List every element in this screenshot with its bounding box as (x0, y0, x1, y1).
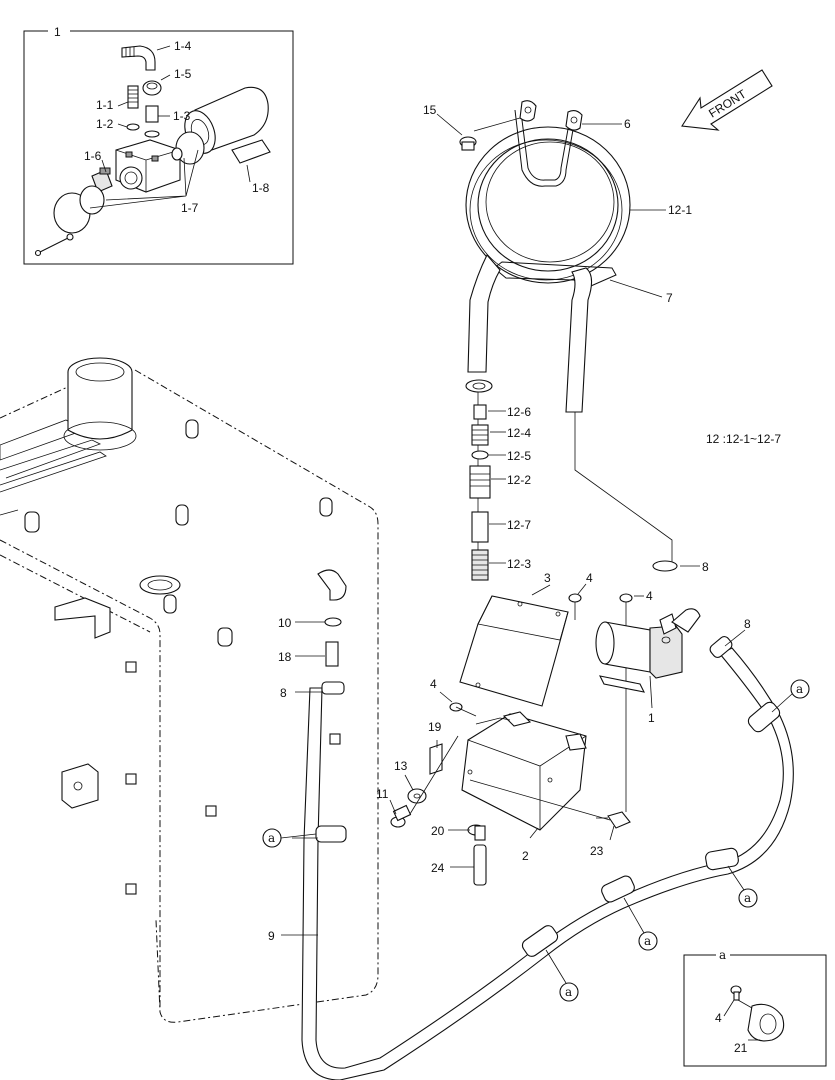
callout-21: 21 (734, 1041, 748, 1055)
assembly-note: 12 :12-1~12-7 (706, 432, 781, 446)
clamp-marker-a3: a (638, 931, 658, 951)
marker-a-text: a (268, 831, 275, 845)
callout-12-3: 12-3 (507, 557, 531, 571)
lower-bracket (461, 711, 587, 831)
marker-a-text: a (644, 934, 651, 948)
callout-3: 3 (544, 571, 551, 585)
detail-letter: a (719, 948, 726, 962)
connector (596, 811, 631, 829)
callout-24: 24 (431, 861, 445, 875)
callout-1: 1 (648, 711, 655, 725)
callout-12-1: 12-1 (668, 203, 692, 217)
hose-clamps (315, 636, 781, 957)
callout-15: 15 (423, 103, 437, 117)
fuel-pump (595, 608, 701, 693)
callout-4-right: 4 (646, 589, 653, 603)
callout-1-7: 1-7 (181, 201, 199, 215)
callout-19: 19 (428, 720, 442, 734)
callout-1-4: 1-4 (174, 39, 192, 53)
adapter-fitting (145, 105, 159, 123)
clamp-marker-a1: a (262, 828, 282, 848)
callout-6: 6 (624, 117, 631, 131)
clamp-marker-a5: a (790, 679, 810, 699)
callout-1-1: 1-1 (96, 98, 114, 112)
screw (37, 237, 69, 254)
front-arrow: FRONT (681, 69, 773, 131)
tank-fitting-stack (317, 569, 347, 694)
callout-1-2: 1-2 (96, 117, 114, 131)
callout-12-5: 12-5 (507, 449, 531, 463)
callout-2: 2 (522, 849, 529, 863)
callout-7: 7 (666, 291, 673, 305)
callout-9: 9 (268, 929, 275, 943)
callout-8-tank: 8 (280, 686, 287, 700)
filter-stack (465, 379, 493, 581)
mount-bolt (390, 804, 412, 828)
elbow-fitting (121, 45, 156, 71)
callout-8-right: 8 (744, 617, 751, 631)
inset-pump-detail: 1 (23, 25, 294, 265)
callout-1-6: 1-6 (84, 149, 102, 163)
pipe (473, 844, 487, 886)
clamp-marker-a2: a (559, 982, 579, 1002)
callout-23: 23 (590, 844, 604, 858)
washer (407, 788, 427, 804)
callout-12-7: 12-7 (507, 518, 531, 532)
upper-bracket (459, 595, 569, 707)
decal (429, 743, 443, 775)
o-ring (126, 123, 140, 131)
callout-20: 20 (431, 824, 445, 838)
callout-12-4: 12-4 (507, 426, 531, 440)
callout-4-detail: 4 (715, 1011, 722, 1025)
pump-head-block (115, 139, 181, 193)
marker-a-text: a (796, 682, 803, 696)
clamp-marker-a4: a (738, 888, 758, 908)
callout-8-upper: 8 (702, 560, 709, 574)
gasket (79, 185, 105, 215)
o-ring (144, 130, 160, 138)
callout-11: 11 (376, 787, 389, 801)
callout-10: 10 (278, 616, 292, 630)
hose-coil (465, 100, 631, 413)
callout-1-5: 1-5 (174, 67, 192, 81)
callout-13: 13 (394, 759, 408, 773)
callout-18: 18 (278, 650, 292, 664)
detail-clamp-box: a (683, 948, 827, 1067)
callout-1-8: 1-8 (252, 181, 270, 195)
callout-4-left: 4 (430, 677, 437, 691)
callout-12-2: 12-2 (507, 473, 531, 487)
marker-a-text: a (565, 985, 572, 999)
inset-number: 1 (54, 25, 61, 39)
bolt (459, 136, 477, 151)
fuel-tank (0, 357, 379, 1023)
callout-12-6: 12-6 (507, 405, 531, 419)
marker-a-text: a (744, 891, 751, 905)
callout-4-top: 4 (586, 571, 593, 585)
callout-1-3: 1-3 (173, 109, 191, 123)
threaded-fitting (127, 85, 139, 109)
